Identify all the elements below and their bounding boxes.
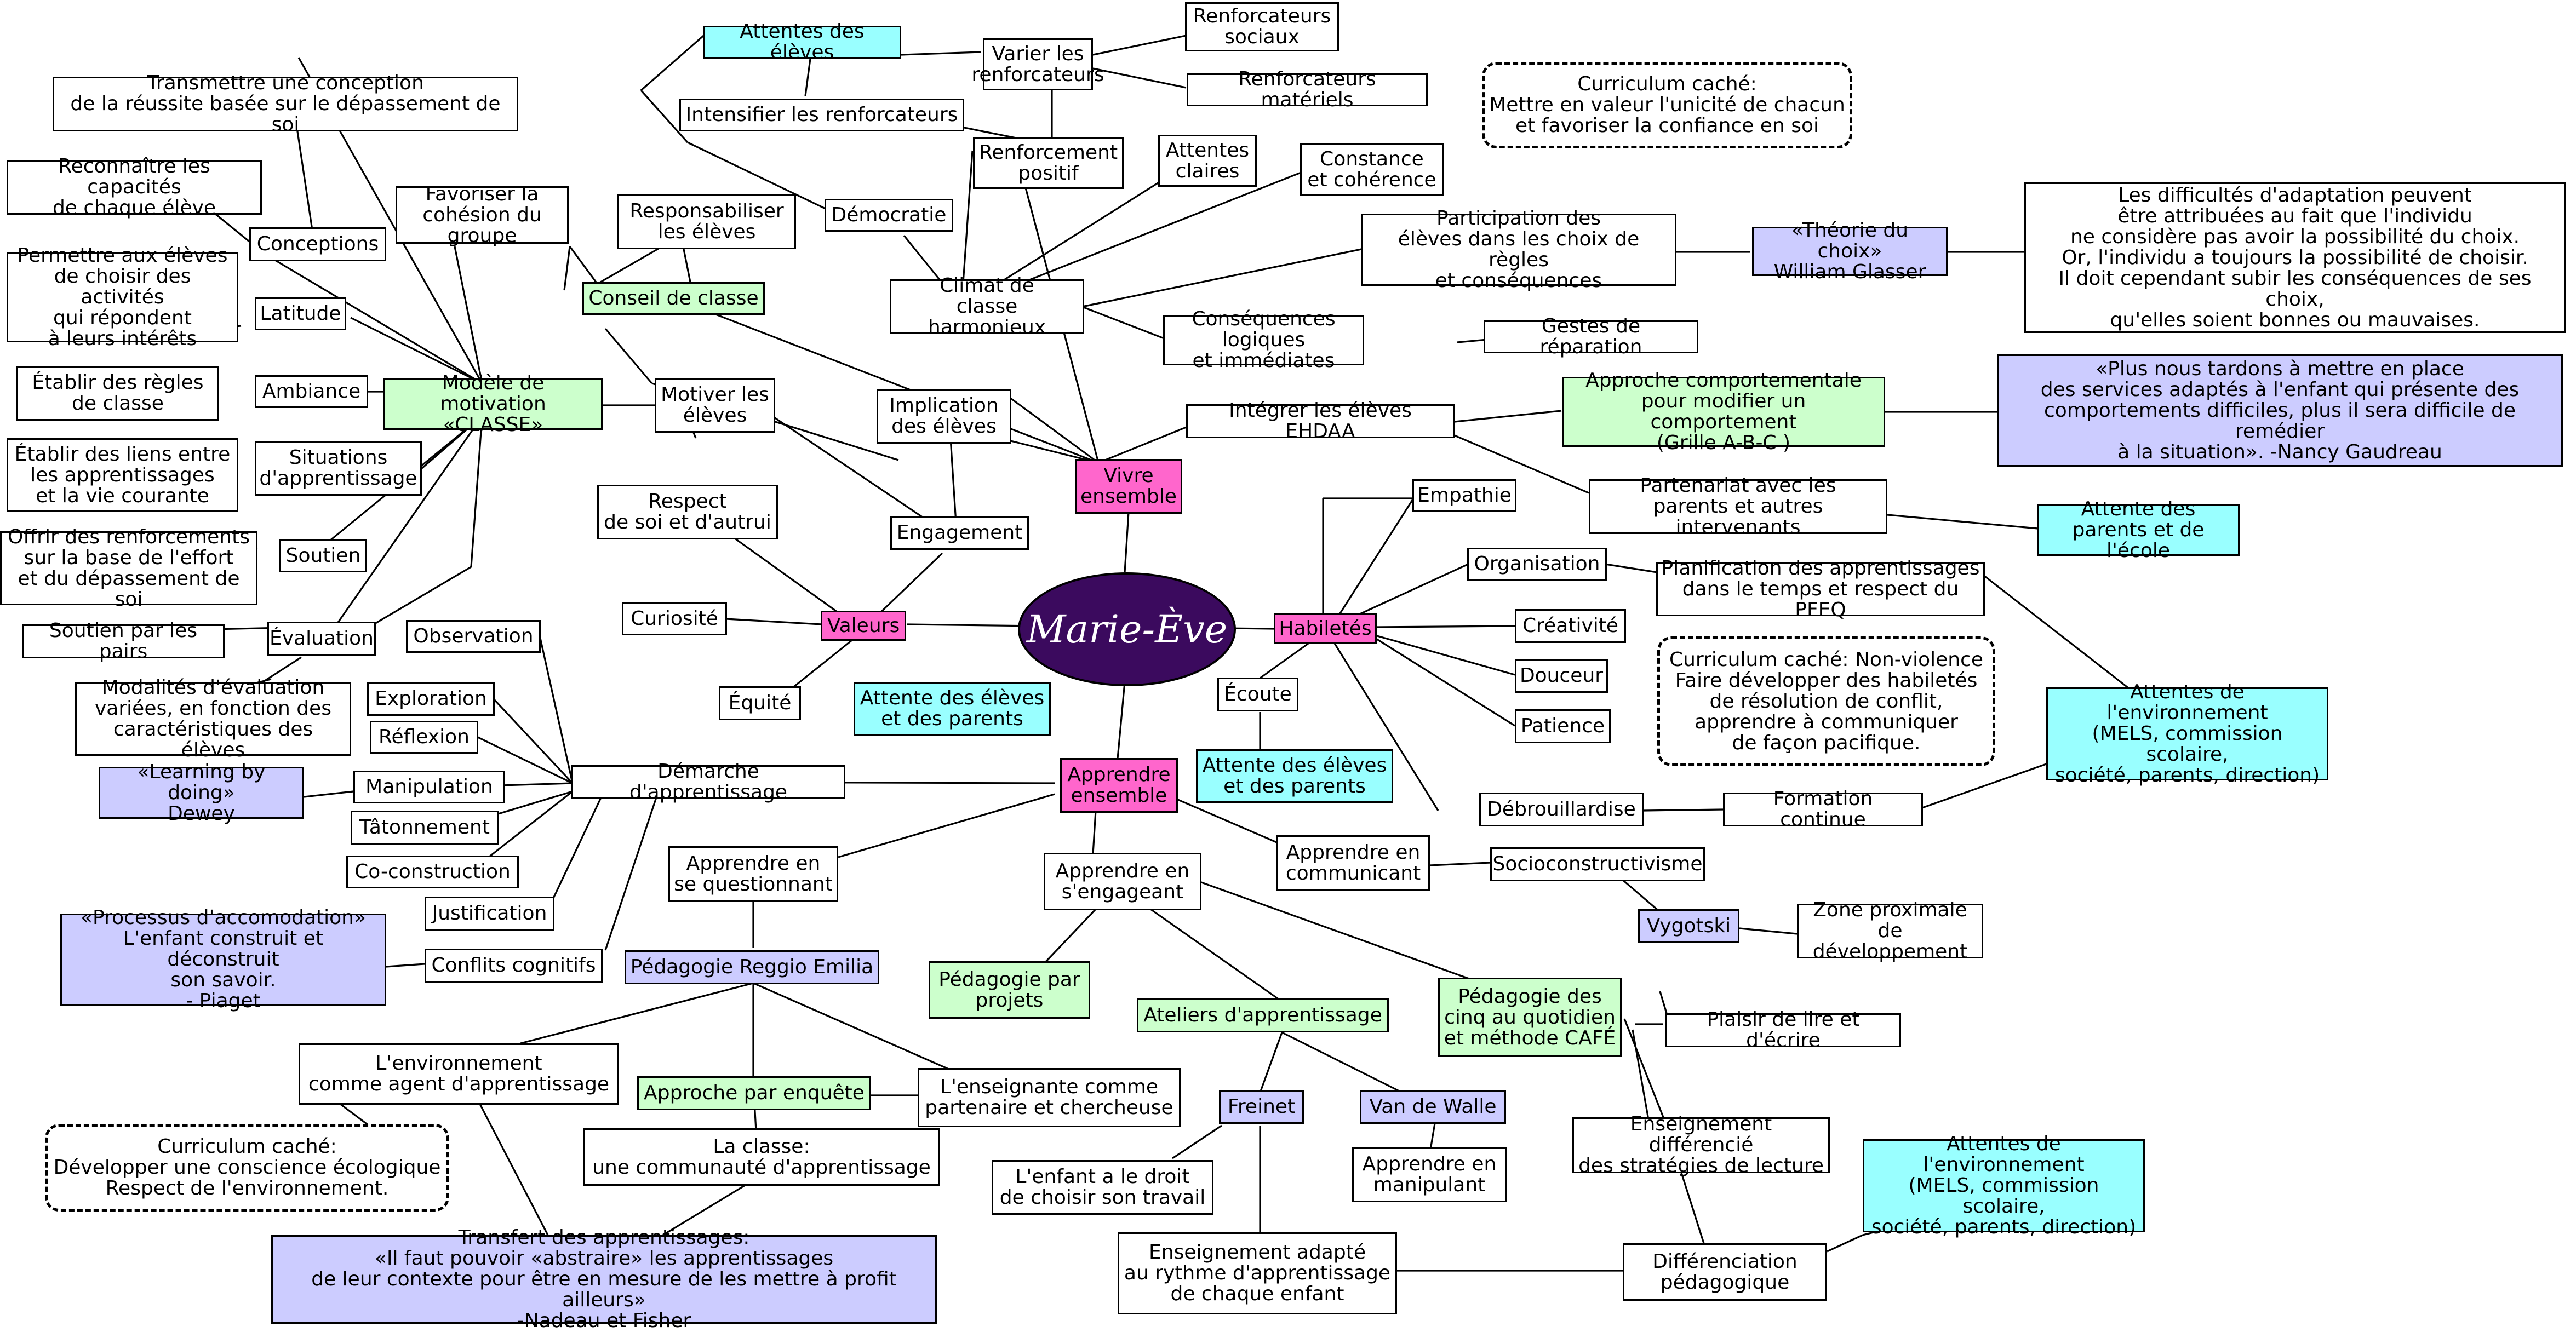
node-observation: Observation xyxy=(406,620,541,653)
node-attente-eleves-parents-1: Attente des élèves et des parents xyxy=(854,682,1051,736)
node-enseignante-partenaire: L'enseignante comme partenaire et cherch… xyxy=(918,1068,1181,1127)
node-implication: Implication des élèves xyxy=(877,389,1011,444)
node-engagement: Engagement xyxy=(890,516,1029,550)
node-attentes-eleves-top: Attentes des élèves xyxy=(703,21,901,63)
node-offrir-renforcements: Offrir des renforcements sur la base de … xyxy=(0,526,257,610)
node-plus-nous-tardons: «Plus nous tardons à mettre en place des… xyxy=(1997,354,2563,467)
node-etablir-regles: Établir des règles de classe xyxy=(16,366,219,421)
node-reflexion: Réflexion xyxy=(370,721,478,754)
node-enseignement-adapte: Enseignement adapté au rythme d'apprenti… xyxy=(1118,1232,1397,1314)
node-socioconstructivisme: Socioconstructivisme xyxy=(1490,847,1705,881)
node-gestes-reparation: Gestes de réparation xyxy=(1484,316,1698,358)
node-debrouillardise: Débrouillardise xyxy=(1479,793,1644,826)
node-differenciation-pedagogique: Différenciation pédagogique xyxy=(1623,1243,1827,1301)
node-conseil-de-classe: Conseil de classe xyxy=(582,282,765,315)
node-enseignement-differencie: Enseignement différencié des stratégies … xyxy=(1572,1114,1830,1176)
node-approche-comportementale: Approche comportementale pour modifier u… xyxy=(1562,370,1885,453)
node-partenariat: Partenariat avec les parents et autres i… xyxy=(1589,475,1887,538)
node-apprendre-communicant: Apprendre en communicant xyxy=(1276,835,1430,891)
node-curriculum-cache-top: Curriculum caché: Mettre en valeur l'uni… xyxy=(1482,62,1852,148)
node-planification: Planification des apprentissages dans le… xyxy=(1656,558,1985,621)
node-constance: Constance et cohérence xyxy=(1300,143,1444,196)
node-transfert-apprentissages: Transfert des apprentissages: «Il faut p… xyxy=(271,1227,937,1331)
node-droit-choisir: L'enfant a le droit de choisir son trava… xyxy=(992,1160,1213,1215)
node-curiosite: Curiosité xyxy=(622,602,727,635)
node-co-construction: Co-construction xyxy=(346,856,519,888)
node-ambiance: Ambiance xyxy=(255,375,368,408)
node-renforcateurs-sociaux: Renforcateurs sociaux xyxy=(1185,2,1339,51)
node-ateliers-apprentissage: Ateliers d'apprentissage xyxy=(1137,998,1389,1032)
node-participation: Participation des élèves dans les choix … xyxy=(1361,208,1676,291)
node-formation-continue: Formation continue xyxy=(1723,789,1923,830)
node-difficultes-adaptation: Les difficultés d'adaptation peuvent êtr… xyxy=(2024,182,2566,333)
node-processus-accomodation: «Processus d'accomodation» L'enfant cons… xyxy=(60,908,386,1012)
node-conflits-cognitifs: Conflits cognitifs xyxy=(425,949,603,983)
node-etablir-liens: Établir des liens entre les apprentissag… xyxy=(7,438,238,512)
node-learning-by-doing: «Learning by doing» Dewey xyxy=(99,761,304,824)
node-renforcement-positif: Renforcement positif xyxy=(973,137,1124,189)
node-democratie: Démocratie xyxy=(825,199,953,232)
node-attente-eleves-parents-2: Attente des élèves et des parents xyxy=(1196,749,1393,803)
node-modele-motivation: Modèle de motivation «CLASSE» xyxy=(383,372,603,435)
node-favoriser-cohesion: Favoriser la cohésion du groupe xyxy=(396,183,569,246)
node-soutien: Soutien xyxy=(279,539,367,572)
node-classe-communaute: La classe: une communauté d'apprentissag… xyxy=(583,1128,940,1186)
node-reconnaitre: Reconnaître les capacités de chaque élèv… xyxy=(7,156,262,219)
node-pedagogie-cinq: Pédagogie des cinq au quotidien et métho… xyxy=(1438,978,1622,1057)
node-transmettre: Transmettre une conception de la réussit… xyxy=(53,73,518,135)
node-exploration: Exploration xyxy=(367,682,495,716)
node-vygotski: Vygotski xyxy=(1638,909,1739,943)
node-conceptions: Conceptions xyxy=(249,227,386,261)
node-equite: Équité xyxy=(719,686,801,720)
node-attentes-environnement-1: Attentes de l'environnement (MELS, commi… xyxy=(2046,682,2328,786)
node-approche-enquete: Approche par enquête xyxy=(637,1076,871,1110)
node-empathie: Empathie xyxy=(1412,479,1516,512)
node-permettre-choisir: Permettre aux élèves de choisir des acti… xyxy=(7,245,238,349)
node-climat-harmonieux: Climat de classe harmonieux xyxy=(890,275,1084,338)
node-plaisir-lire: Plaisir de lire et d'écrire xyxy=(1665,1009,1901,1051)
node-curriculum-cache-mid: Curriculum caché: Non-violence Faire dév… xyxy=(1657,636,1995,766)
node-curriculum-cache-bottom: Curriculum caché: Développer une conscie… xyxy=(45,1124,449,1212)
node-pedagogie-reggio: Pédagogie Reggio Emilia xyxy=(625,950,879,984)
node-intensifier: Intensifier les renforcateurs xyxy=(679,99,964,131)
node-organisation: Organisation xyxy=(1467,548,1607,581)
node-modalites-evaluation: Modalités d'évaluation variées, en fonct… xyxy=(75,677,351,760)
node-apprendre-questionnant: Apprendre en se questionnant xyxy=(668,846,838,902)
node-varier-renforcateurs: Varier les renforcateurs xyxy=(971,38,1104,90)
node-situations-apprentissage: Situations d'apprentissage xyxy=(255,441,422,496)
node-freinet: Freinet xyxy=(1219,1090,1304,1124)
node-environnement-agent: L'environnement comme agent d'apprentiss… xyxy=(299,1043,619,1105)
node-vivre-ensemble: Vivre ensemble xyxy=(1075,459,1182,514)
node-responsabiliser: Responsabiliser les élèves xyxy=(617,194,796,249)
node-renforcateurs-materiels: Renforcateurs matériels xyxy=(1187,69,1428,111)
node-zone-proximale: Zone proximale de développement xyxy=(1797,900,1983,962)
node-motiver-eleves: Motiver les élèves xyxy=(655,378,775,433)
node-soutien-pairs: Soutien par les pairs xyxy=(22,621,225,662)
node-creativite: Créativité xyxy=(1515,609,1626,643)
node-justification: Justification xyxy=(425,897,554,931)
node-apprendre-engageant: Apprendre en s'engageant xyxy=(1044,853,1201,910)
node-manipulation: Manipulation xyxy=(353,771,505,803)
node-van-de-walle: Van de Walle xyxy=(1360,1090,1506,1124)
node-ecoute: Écoute xyxy=(1217,678,1298,711)
node-attentes-environnement-2: Attentes de l'environnement (MELS, commi… xyxy=(1863,1134,2145,1238)
node-respect: Respect de soi et d'autrui xyxy=(597,485,778,539)
node-consequences-logiques: Conséquences logiques et immédiates xyxy=(1163,309,1364,371)
node-douceur: Douceur xyxy=(1515,659,1608,693)
node-tatonnement: Tâtonnement xyxy=(351,811,499,845)
node-apprendre-ensemble: Apprendre ensemble xyxy=(1060,758,1178,813)
node-theorie-du-choix: «Théorie du choix» William Glasser xyxy=(1752,220,1948,283)
node-integrer-ehdaa: Intégrer les élèves EHDAA xyxy=(1186,400,1455,442)
node-habiletes: Habiletés xyxy=(1274,613,1377,644)
node-evaluation: Évaluation xyxy=(267,622,376,656)
node-attentes-claires: Attentes claires xyxy=(1158,135,1257,187)
node-valeurs: Valeurs xyxy=(821,611,906,641)
node-attente-parents-ecole: Attente des parents et de l'école xyxy=(2037,498,2240,561)
node-demarche-apprentissage: Démarche d'apprentissage xyxy=(571,761,845,803)
node-latitude: Latitude xyxy=(255,297,346,330)
node-apprendre-manipulant: Apprendre en manipulant xyxy=(1352,1147,1507,1202)
node-pedagogie-projets: Pédagogie par projets xyxy=(929,961,1090,1019)
node-patience: Patience xyxy=(1515,709,1611,743)
central-node: Marie-Ève xyxy=(1018,572,1236,686)
